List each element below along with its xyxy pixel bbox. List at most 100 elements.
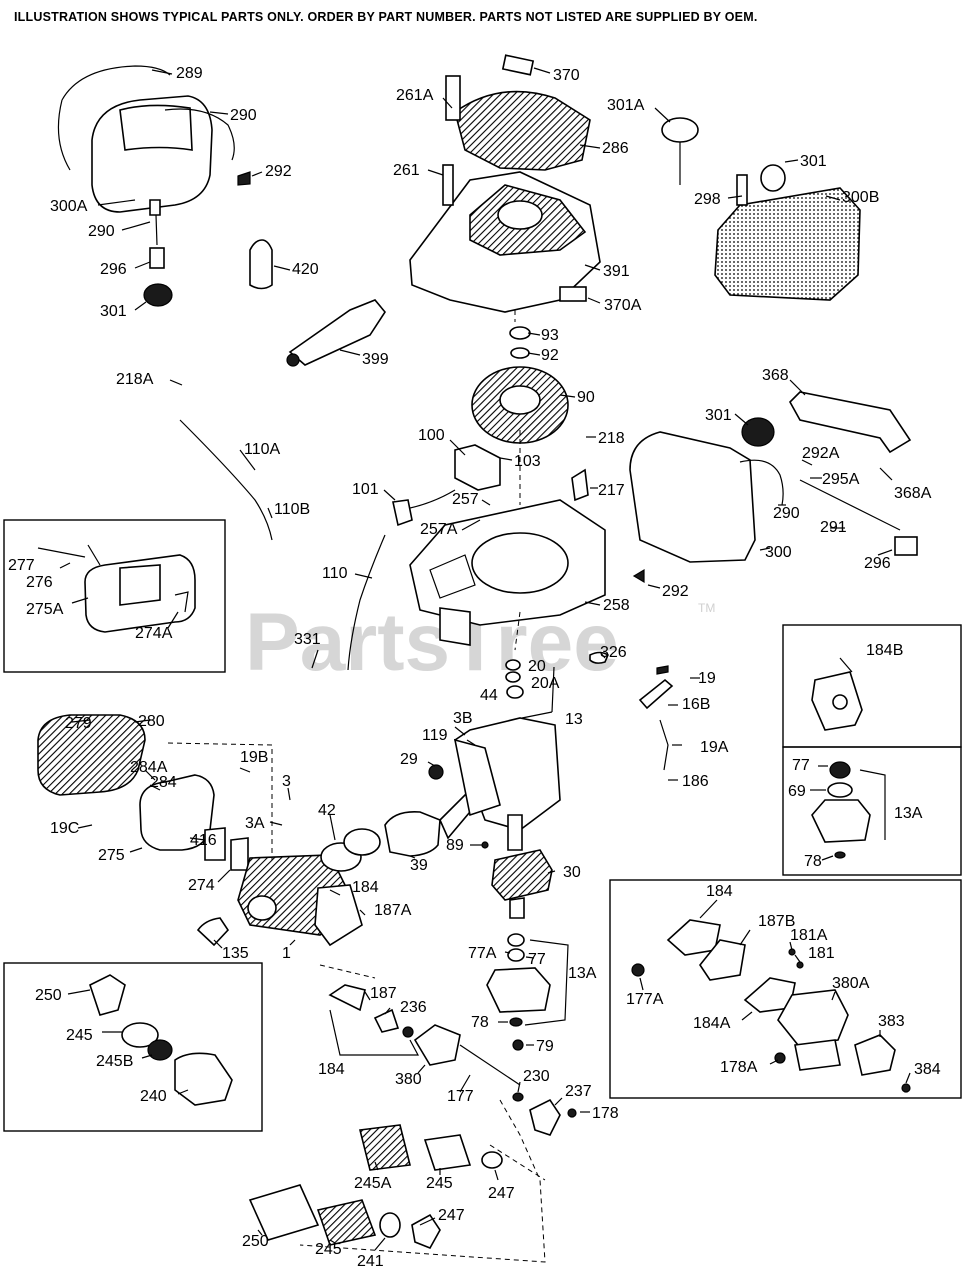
callout-77: 77: [792, 757, 810, 774]
part-carb-kit-380a: [631, 919, 911, 1093]
part-filters-bottom: [248, 1124, 503, 1250]
callout-184a: 184A: [693, 1015, 731, 1032]
callout-257a: 257A: [420, 521, 458, 538]
callout-30: 30: [563, 864, 581, 881]
callout-90: 90: [577, 389, 595, 406]
callout-3b: 3B: [453, 710, 473, 727]
callout-177: 177: [447, 1088, 474, 1105]
callout-187a: 187A: [374, 902, 412, 919]
callout-39: 39: [410, 857, 428, 874]
callout-298: 298: [694, 191, 721, 208]
part-ignition-module-100: [179, 419, 501, 671]
callout-77a: 77A: [468, 945, 497, 962]
part-carburetor-housing-13: [453, 651, 610, 831]
callout-296-b: 296: [864, 555, 891, 572]
callout-384: 384: [914, 1061, 941, 1078]
callout-291: 291: [820, 519, 847, 536]
callout-276: 276: [26, 574, 53, 591]
callout-258: 258: [603, 597, 630, 614]
callout-236: 236: [400, 999, 427, 1016]
part-piston-rings-39: [320, 764, 482, 872]
callout-289: 289: [176, 65, 203, 82]
callout-110a: 110A: [244, 441, 281, 458]
callout-78-b: 78: [471, 1014, 489, 1031]
callout-247: 247: [488, 1185, 515, 1202]
part-fuel-tank-300: [629, 391, 918, 584]
header-notice: ILLUSTRATION SHOWS TYPICAL PARTS ONLY. O…: [14, 10, 758, 24]
callout-218a: 218A: [116, 371, 154, 388]
callout-301: 301: [100, 303, 127, 320]
part-crankcase-258: [409, 468, 606, 646]
callout-240: 240: [140, 1088, 167, 1105]
callout-89: 89: [446, 837, 464, 854]
callout-247-b: 247: [438, 1207, 465, 1224]
callout-399: 399: [362, 351, 389, 368]
callout-279: 279: [65, 715, 92, 732]
callout-178a: 178A: [720, 1059, 758, 1076]
callout-301a: 301A: [607, 97, 645, 114]
callout-300b: 300B: [842, 189, 879, 206]
part-linkage-16b: [638, 665, 674, 771]
callout-245: 245: [66, 1027, 93, 1044]
callout-44: 44: [480, 687, 498, 704]
callout-181a: 181A: [790, 927, 828, 944]
callout-1: 1: [282, 945, 291, 962]
callout-245b: 245B: [96, 1053, 133, 1070]
callout-119: 119: [422, 727, 448, 744]
callout-181: 181: [808, 945, 835, 962]
callout-383: 383: [878, 1013, 905, 1030]
callout-29: 29: [400, 751, 418, 768]
detail-box-muffler-kit: [3, 519, 226, 673]
part-fuel-line-290: [164, 108, 235, 161]
part-air-cleaner-box: [89, 974, 233, 1106]
callout-3: 3: [282, 773, 291, 790]
callout-184b: 184B: [866, 642, 903, 659]
callout-78: 78: [804, 853, 822, 870]
callout-184-c: 184: [318, 1061, 345, 1078]
callout-237: 237: [565, 1083, 592, 1100]
watermark-trademark: TM: [698, 601, 715, 615]
callout-290: 290: [230, 107, 257, 124]
detail-box-carb-380a: [609, 879, 962, 1099]
callout-292: 292: [265, 163, 292, 180]
callout-326: 326: [600, 644, 627, 661]
callout-13: 13: [565, 711, 583, 728]
leader-lines: [59, 67, 911, 1251]
part-tank-bits: [143, 171, 386, 367]
callout-69: 69: [788, 783, 806, 800]
callout-292a: 292A: [802, 445, 840, 462]
callout-184-b: 184: [706, 883, 733, 900]
part-carb-center-380: [328, 984, 577, 1136]
outline-boxes: [3, 519, 962, 1132]
callout-245-b: 245: [426, 1175, 453, 1192]
callout-79: 79: [536, 1038, 554, 1055]
callout-301-b: 301: [800, 153, 827, 170]
callout-290-b: 290: [88, 223, 115, 240]
callout-370a: 370A: [604, 297, 642, 314]
callout-101: 101: [352, 481, 379, 498]
callout-218: 218: [598, 430, 625, 447]
callout-275a: 275A: [26, 601, 64, 618]
callout-300: 300: [765, 544, 792, 561]
part-muffler-280: [37, 714, 249, 871]
callout-20: 20: [528, 658, 546, 675]
callout-187: 187: [370, 985, 397, 1002]
part-flywheel-90: [471, 326, 569, 444]
callout-286: 286: [602, 140, 629, 157]
part-pump-13a-box: [811, 761, 871, 859]
part-pump-13a-center: [486, 933, 551, 1051]
callout-295a: 295A: [822, 471, 860, 488]
callout-labels: 289 290 292 300A 290 296 301 420 399 261…: [8, 65, 941, 1270]
callout-241: 241: [357, 1253, 384, 1270]
callout-284a: 284A: [130, 759, 168, 776]
callout-245-c: 245: [315, 1241, 342, 1258]
callout-277: 277: [8, 557, 35, 574]
callout-217: 217: [598, 482, 625, 499]
callout-19a: 19A: [700, 739, 729, 756]
callout-284: 284: [150, 774, 177, 791]
callout-292-b: 292: [662, 583, 689, 600]
callout-178: 178: [592, 1105, 619, 1122]
callout-275: 275: [98, 847, 125, 864]
callout-19: 19: [698, 670, 716, 687]
